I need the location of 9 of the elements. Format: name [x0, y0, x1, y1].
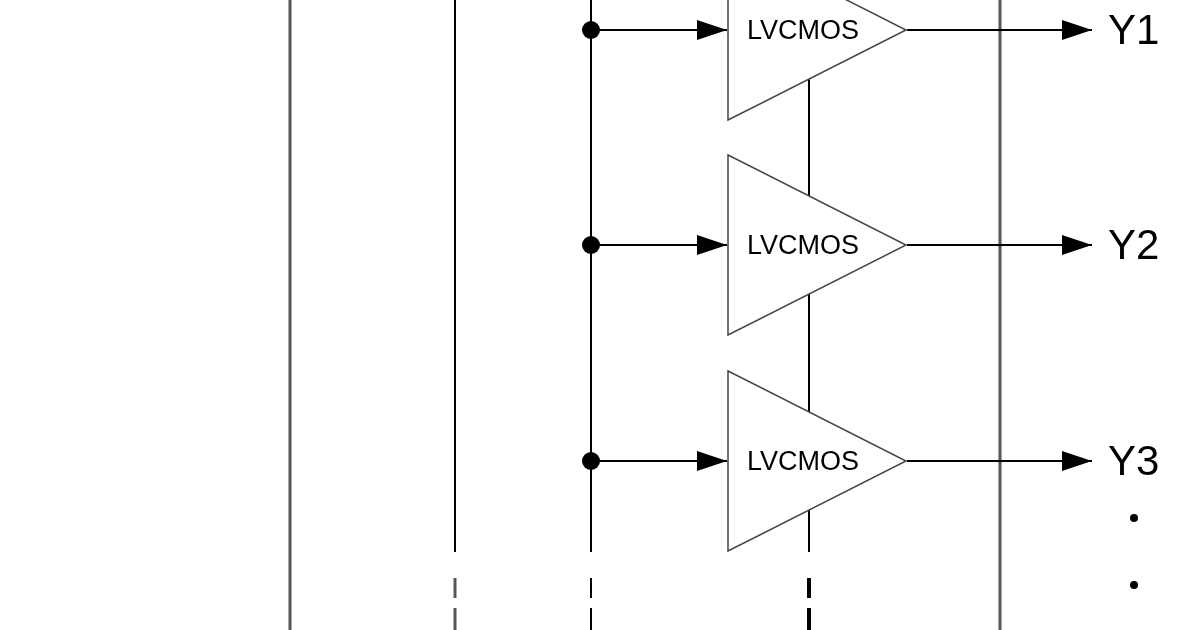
arrow — [906, 235, 1093, 255]
buffer-label: LVCMOS — [747, 230, 860, 260]
arrow — [906, 451, 1093, 471]
arrow — [906, 20, 1093, 40]
output-pin-label: Y1 — [1108, 6, 1160, 53]
buffer-label: LVCMOS — [747, 446, 860, 476]
output-pin-label: Y2 — [1108, 221, 1160, 268]
output-pin-label: Y3 — [1108, 437, 1160, 484]
buffer-label: LVCMOS — [747, 15, 860, 45]
